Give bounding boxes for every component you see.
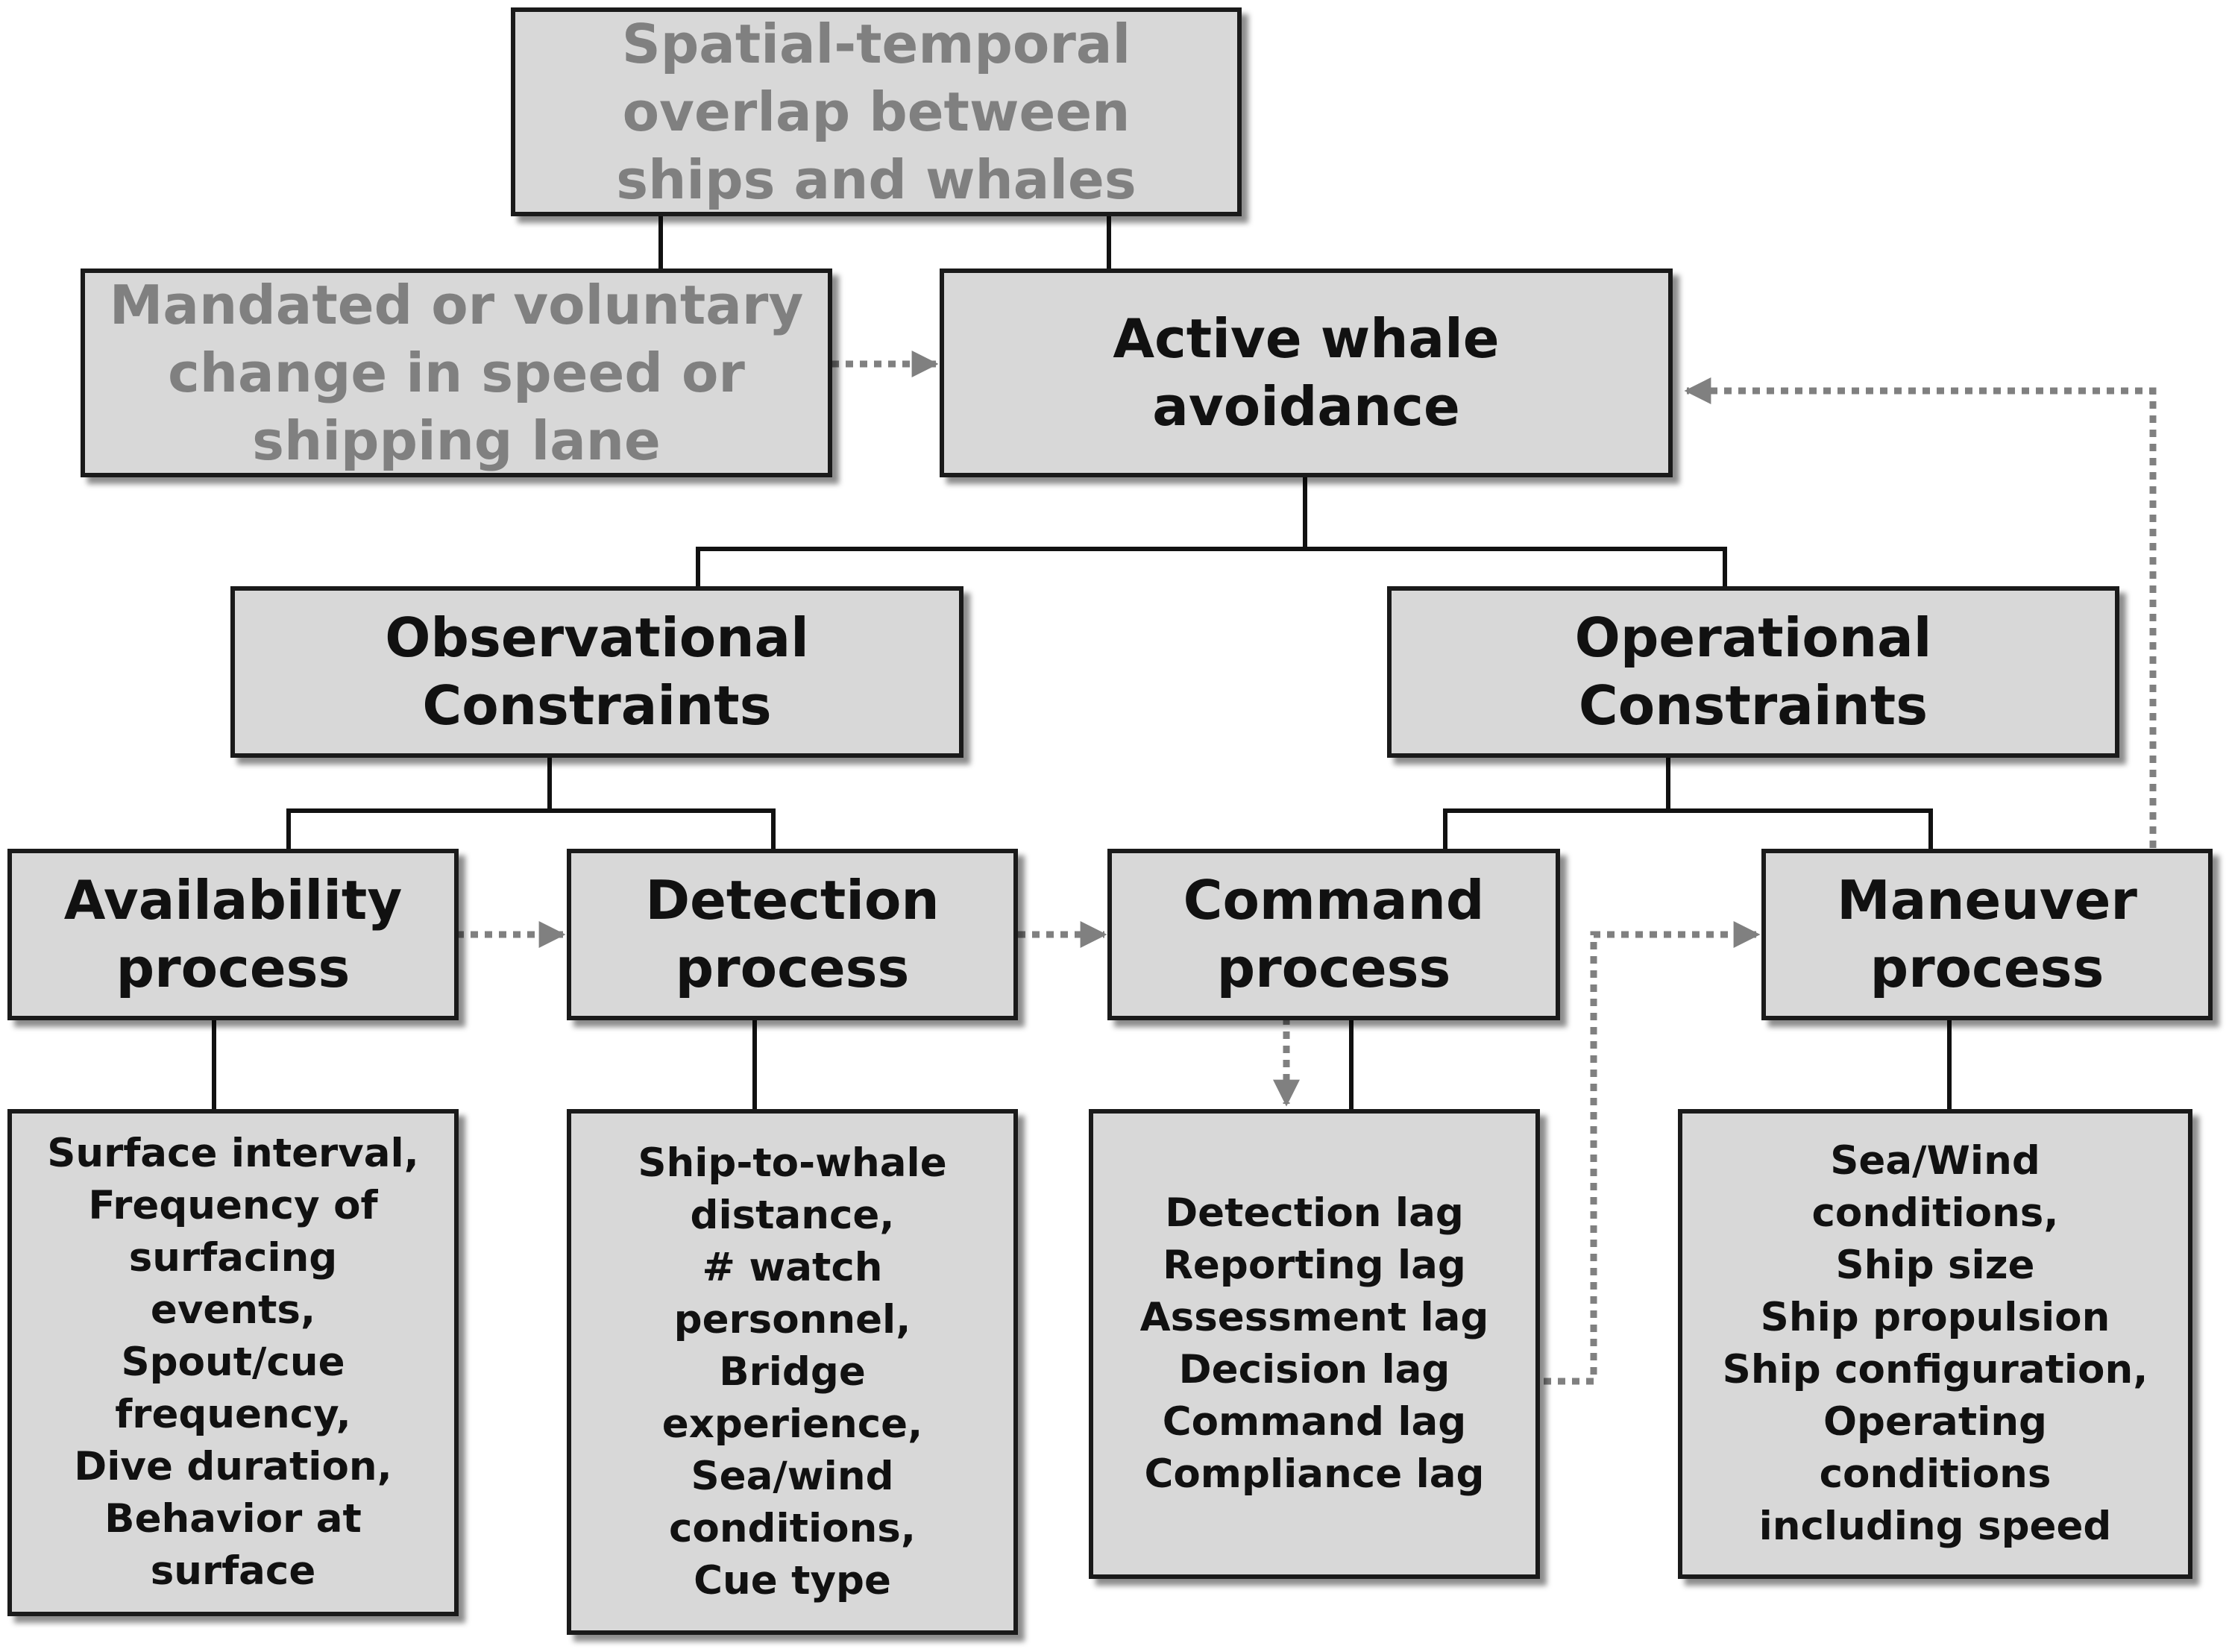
node-text-line: distance, [690,1192,895,1238]
node-text-line: conditions, [1811,1190,2059,1236]
node-text-line: Detection [645,869,940,932]
node-text-line: ships and whales [616,148,1136,211]
node-text-line: avoidance [1152,375,1460,438]
node-text-line: Surface interval, [47,1131,419,1176]
node-text-line: Mandated or voluntary [109,273,804,336]
node-text-line: Cue type [694,1557,891,1604]
node-text-line: Detection lag [1165,1190,1464,1236]
node-text-line: conditions [1819,1451,2052,1497]
node-text-line: Dive duration, [74,1444,392,1489]
node-text-line: Active whale [1113,307,1500,370]
node-text-line: Ship configuration, [1722,1347,2148,1392]
arrow-maneuver-to-active [1684,377,2157,848]
node-text-line: Reporting lag [1163,1243,1466,1288]
node-text-line: Behavior at [104,1496,362,1542]
node-text-line: Ship-to-whale [638,1140,947,1186]
node-text-line: Operational [1574,606,1932,669]
arrow-command-factors-to-maneuver [1544,921,1761,1385]
node-text-line: Bridge [719,1348,866,1395]
node-text-line: Frequency of [88,1183,378,1228]
node-text-line: surfacing [128,1235,338,1281]
node-text-line: Compliance lag [1144,1451,1485,1497]
node-text-line: # watch [702,1244,883,1290]
node-text-line: overlap between [622,80,1131,143]
node-text-line: Spout/cue [121,1339,345,1385]
node-text-line: Decision lag [1178,1347,1450,1392]
node-text-line: experience, [661,1401,923,1447]
node-text-line: Command [1183,869,1485,932]
node-text-line: Ship propulsion [1760,1295,2110,1340]
node-text-line: process [1216,937,1451,999]
node-text-line: process [675,937,910,999]
node-text-line: Ship size [1835,1243,2035,1288]
node-text-line: change in speed or [168,341,745,404]
node-detection-factors: Ship-to-whale distance, # watch personnel, B… [567,1109,1018,1635]
node-text-line: Operating [1823,1399,2047,1445]
node-text-line: Sea/Wind [1830,1138,2040,1184]
node-availability-factors: Surface interval, Frequency of surfacing ev… [7,1109,459,1616]
node-text-line: Constraints [1578,674,1928,737]
node-text-line: surface [150,1548,316,1594]
node-text-line: Sea/wind [691,1453,894,1499]
node-text-line: conditions, [669,1505,916,1551]
node-text-line: including speed [1758,1504,2112,1549]
node-text-line: Maneuver [1837,869,2137,932]
connector-active-constraints [696,473,1727,588]
node-text-line: frequency, [115,1392,351,1437]
node-text-line: Availability [63,869,403,932]
node-text-line: process [116,937,350,999]
node-text-line: Constraints [422,674,772,737]
node-text-line: Spatial-temporal [621,12,1131,75]
node-text-line: shipping lane [252,409,661,472]
node-text-line: personnel, [673,1296,911,1342]
node-text-line: events, [150,1287,316,1333]
node-text-line: process [1870,937,2104,999]
node-text-line: Assessment lag [1139,1295,1489,1340]
connector-observational-processes [286,754,776,851]
connector-operational-processes [1443,754,1933,851]
node-text-line: Observational [385,606,809,669]
node-text-line: Command lag [1162,1399,1467,1445]
